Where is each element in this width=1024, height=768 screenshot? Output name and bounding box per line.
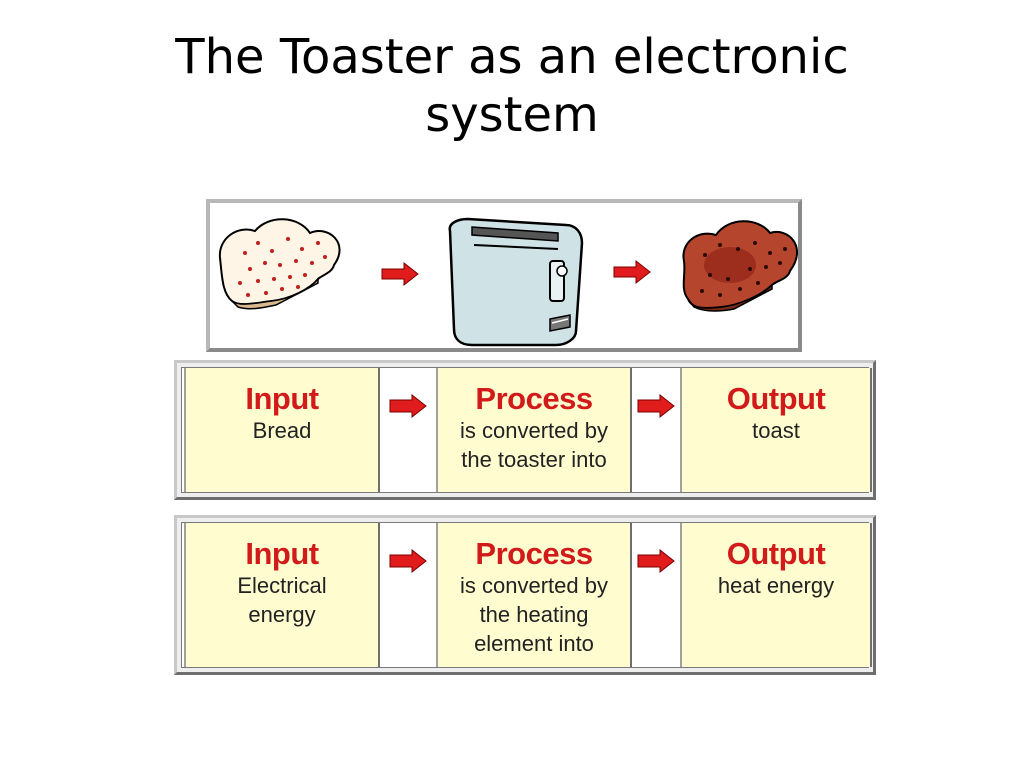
- output-text: heat energy: [717, 573, 835, 598]
- output-heading: Output: [726, 381, 826, 416]
- arrow-icon: [613, 259, 651, 285]
- process-text: is converted by the toaster into: [460, 418, 608, 472]
- process-heading: Process: [475, 536, 593, 571]
- toaster-icon: [448, 217, 584, 347]
- output-cell: Output toast: [680, 368, 872, 492]
- ipo-table-energy: Input Electrical energy Process is conve…: [174, 515, 876, 675]
- output-heading: Output: [726, 536, 826, 571]
- process-heading: Process: [475, 381, 593, 416]
- process-text: is converted by the heating element into: [460, 573, 608, 656]
- input-cell: Input Bread: [184, 368, 380, 492]
- arrow-icon: [389, 394, 427, 418]
- title-line-2: system: [425, 87, 599, 143]
- output-cell: Output heat energy: [680, 523, 872, 667]
- input-heading: Input: [245, 536, 319, 571]
- arrow-icon: [389, 549, 427, 573]
- output-text: toast: [752, 418, 800, 443]
- input-cell: Input Electrical energy: [184, 523, 380, 667]
- ipo-table-bread: Input Bread Process is converted by the …: [174, 360, 876, 500]
- title-line-1: The Toaster as an electronic: [175, 29, 849, 85]
- slide-title: The Toaster as an electronic system: [0, 28, 1024, 144]
- process-cell: Process is converted by the heating elem…: [436, 523, 632, 667]
- bread-slice-icon: [218, 218, 341, 310]
- input-heading: Input: [245, 381, 319, 416]
- input-text: Bread: [252, 418, 312, 443]
- toast-icon: [682, 220, 798, 312]
- arrow-icon: [637, 394, 675, 418]
- process-cell: Process is converted by the toaster into: [436, 368, 632, 492]
- toaster-picture: [206, 199, 802, 352]
- arrow-icon: [381, 261, 419, 287]
- input-text: Electrical energy: [237, 573, 327, 627]
- toaster-illustration: [218, 217, 798, 347]
- arrow-icon: [637, 549, 675, 573]
